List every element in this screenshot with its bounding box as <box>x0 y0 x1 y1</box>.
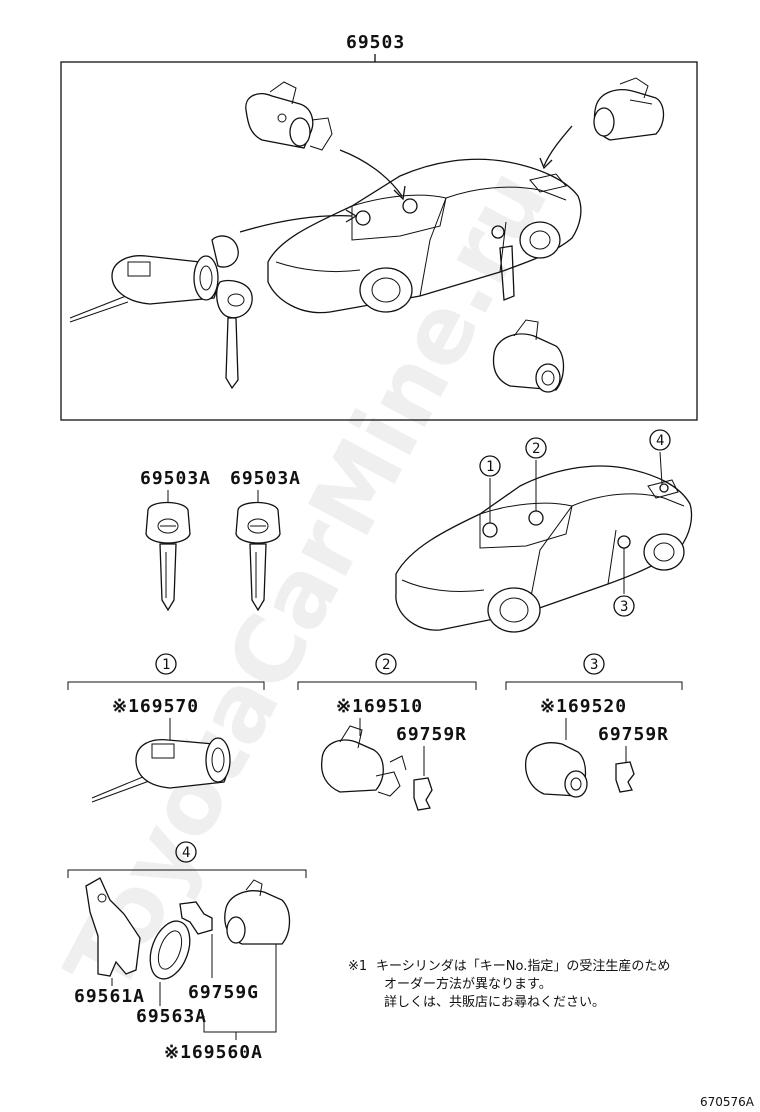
retainer-clip-illustration <box>179 901 213 935</box>
part-number[interactable]: ※169510 <box>336 696 423 717</box>
rear-lock-illustration <box>524 742 588 798</box>
marker-2-label: 2 <box>532 441 540 457</box>
key-part-number[interactable]: 69503A <box>230 468 301 489</box>
marker-1: 1 <box>479 455 501 477</box>
part-number[interactable]: ※169560A <box>164 1042 263 1063</box>
order-note: ※1 キーシリンダは「キーNo.指定」の受注生産のため オーダー方法が異なります… <box>348 958 670 1010</box>
ignition-cylinder-illustration <box>69 235 253 390</box>
keys-group: 69503A 69503A <box>140 468 301 612</box>
marker-1-label: 1 <box>486 459 494 475</box>
marker-2: 2 <box>525 437 547 459</box>
note-line: オーダー方法が異なります。 <box>384 976 552 992</box>
trunk-lock-illustration <box>224 879 291 945</box>
section-1: 1 ※169570 <box>67 653 265 803</box>
section-2: 2 ※169510 69759R <box>297 653 477 811</box>
key-part-number[interactable]: 69503A <box>140 468 211 489</box>
retainer-clip-illustration <box>615 761 635 793</box>
top-car-illustration <box>239 125 582 314</box>
car-location-illustration: 1 2 3 4 <box>395 429 693 633</box>
section-4: 4 69561A 69563A 69759G ※169560A <box>67 841 307 1063</box>
marker-3: 3 <box>613 595 635 617</box>
door-lock-cylinder-illustration <box>245 81 333 151</box>
note-line: 詳しくは、共販店にお尋ねください。 <box>384 994 605 1010</box>
key-illustration <box>235 501 281 612</box>
key-illustration <box>145 501 191 612</box>
lock-bracket-illustration <box>85 877 141 977</box>
part-number[interactable]: 69563A <box>136 1006 207 1027</box>
note-mark: ※1 <box>348 959 367 974</box>
section-3-marker: 3 <box>590 657 598 673</box>
top-assembly-group: 69503 <box>60 32 698 421</box>
gasket-illustration <box>149 920 191 980</box>
section-4-marker: 4 <box>182 845 190 861</box>
door-lock-cylinder-illustration <box>320 725 407 797</box>
ignition-cylinder-illustration <box>91 737 231 803</box>
part-number[interactable]: 69759R <box>396 724 467 745</box>
section-2-marker: 2 <box>382 657 390 673</box>
rear-lock-illustration <box>492 319 565 393</box>
part-number[interactable]: 69561A <box>74 986 145 1007</box>
trunk-lock-illustration <box>593 77 665 141</box>
diagram-reference: 670576A <box>700 1095 755 1109</box>
part-number[interactable]: 69759G <box>188 982 259 1003</box>
part-number[interactable]: ※169570 <box>112 696 199 717</box>
top-part-number[interactable]: 69503 <box>346 32 405 53</box>
part-number[interactable]: 69759R <box>598 724 669 745</box>
marker-4: 4 <box>649 429 671 451</box>
section-1-marker: 1 <box>162 657 170 673</box>
marker-4-label: 4 <box>656 433 664 449</box>
retainer-clip-illustration <box>413 777 433 811</box>
marker-3-label: 3 <box>620 599 628 615</box>
section-3: 3 ※169520 69759R <box>505 653 683 798</box>
note-line: キーシリンダは「キーNo.指定」の受注生産のため <box>376 958 670 974</box>
part-number[interactable]: ※169520 <box>540 696 627 717</box>
